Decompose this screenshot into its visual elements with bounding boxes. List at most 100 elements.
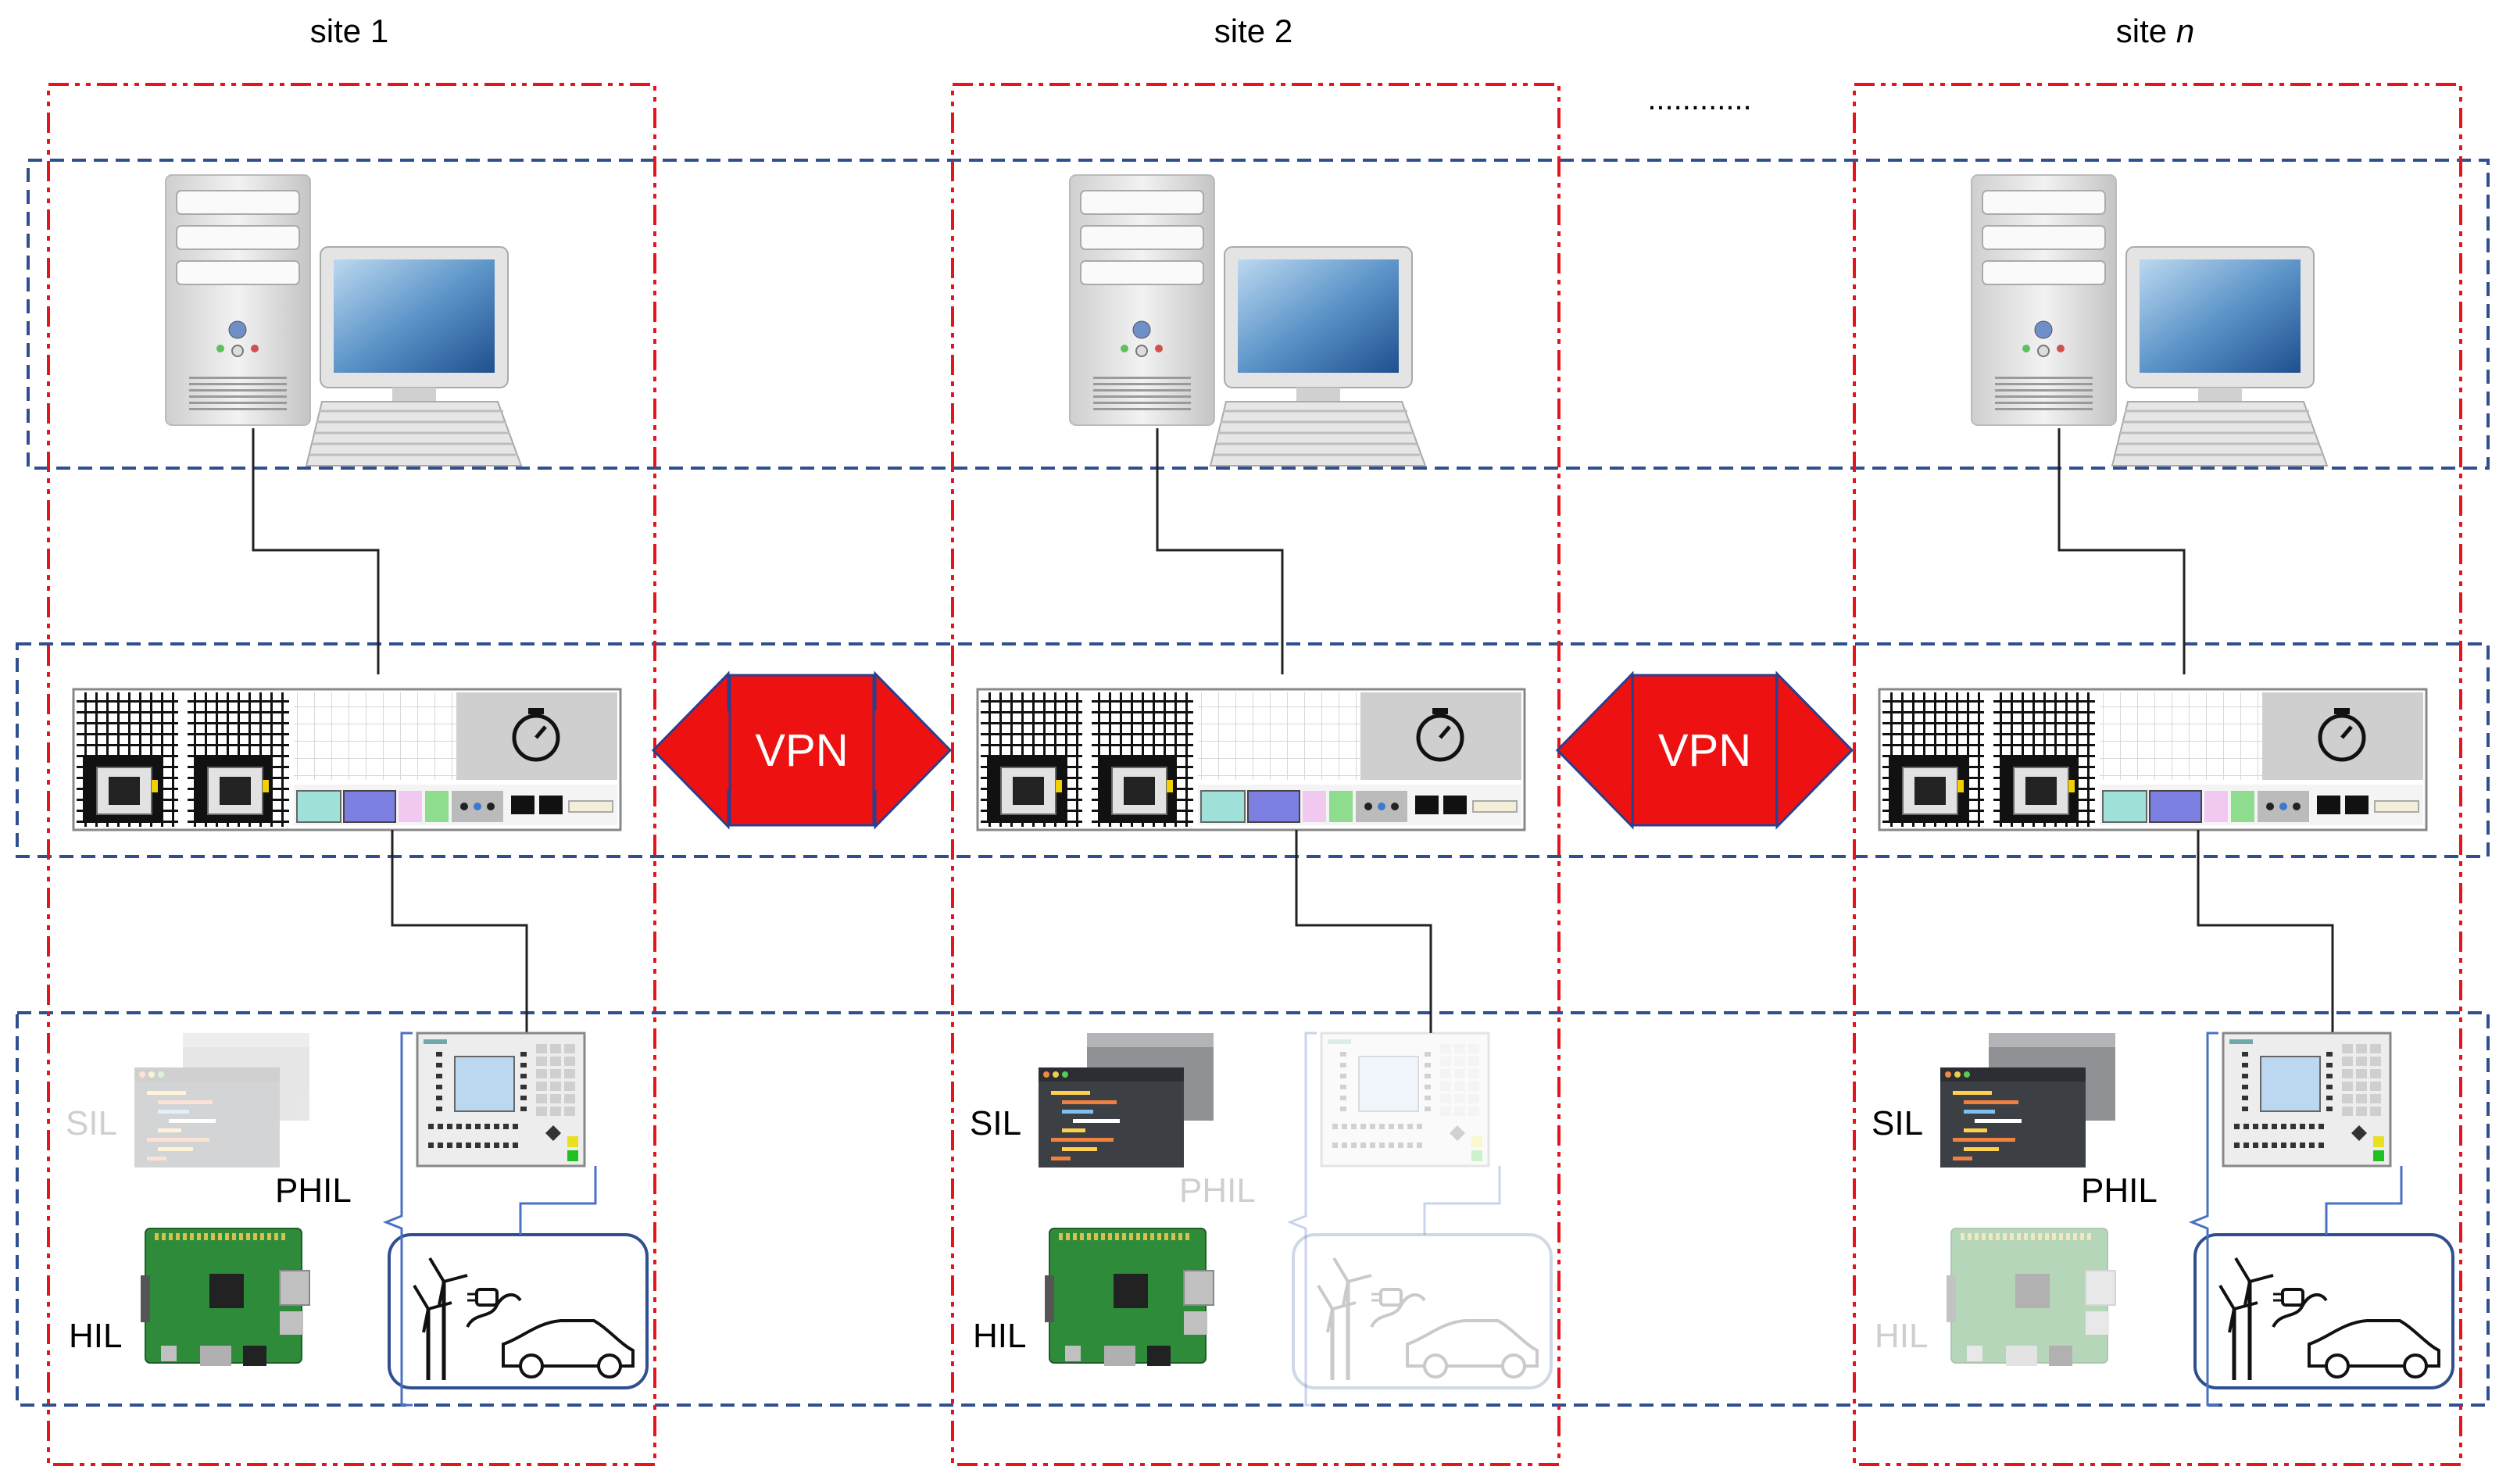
yellow-key bbox=[2373, 1136, 2384, 1147]
power-port bbox=[161, 1346, 177, 1361]
soft-key bbox=[428, 1143, 434, 1148]
phil-bracket bbox=[1286, 1032, 1317, 1407]
car-wheel bbox=[519, 1353, 544, 1379]
yellow-key bbox=[567, 1136, 578, 1147]
site-label-index: n bbox=[2176, 13, 2194, 49]
side-key bbox=[520, 1052, 527, 1057]
display-connector bbox=[141, 1275, 150, 1322]
num-key bbox=[2356, 1069, 2367, 1078]
side-key bbox=[2326, 1074, 2333, 1078]
side-key bbox=[2326, 1107, 2333, 1111]
num-key bbox=[2342, 1094, 2353, 1103]
workstation-icon bbox=[165, 174, 523, 467]
gpio-pin bbox=[1150, 1233, 1154, 1240]
side-key bbox=[1425, 1052, 1431, 1057]
soft-key bbox=[484, 1124, 490, 1129]
stopwatch-icon bbox=[2318, 713, 2366, 762]
vent-panel bbox=[294, 692, 456, 780]
gpio-pin bbox=[155, 1233, 159, 1240]
side-key bbox=[2242, 1096, 2248, 1100]
code-line bbox=[1051, 1157, 1071, 1160]
num-key bbox=[536, 1082, 547, 1091]
gpio-pin bbox=[211, 1233, 215, 1240]
turbine-blade bbox=[422, 1308, 430, 1333]
drive-bay-3 bbox=[176, 260, 300, 285]
site-label: site n bbox=[2116, 13, 2194, 49]
code-line bbox=[147, 1091, 186, 1095]
soft-key bbox=[447, 1124, 452, 1129]
num-key bbox=[536, 1094, 547, 1103]
green-key bbox=[567, 1150, 578, 1161]
monitor-stand bbox=[2198, 388, 2242, 402]
code-line bbox=[1964, 1147, 1999, 1151]
gpio-pin bbox=[260, 1233, 264, 1240]
led-red bbox=[1155, 345, 1163, 352]
gpio-pin bbox=[2059, 1233, 2063, 1240]
green-key bbox=[2373, 1150, 2384, 1161]
turbine-blade bbox=[1342, 1281, 1350, 1306]
num-key bbox=[1468, 1107, 1479, 1116]
turbine-blade bbox=[2249, 1274, 2274, 1283]
plug-icon bbox=[2281, 1288, 2304, 1307]
soft-key bbox=[2290, 1143, 2296, 1148]
port-vga bbox=[1247, 790, 1300, 823]
soft-key bbox=[1417, 1143, 1422, 1148]
side-key bbox=[1340, 1085, 1346, 1089]
operator-panel-icon bbox=[416, 1032, 586, 1168]
side-key bbox=[1340, 1052, 1346, 1057]
sil-label: SIL bbox=[66, 1104, 117, 1143]
soft-key bbox=[1379, 1124, 1385, 1129]
stopwatch-hand bbox=[1439, 725, 1451, 739]
code-line bbox=[158, 1100, 213, 1104]
site-boundary bbox=[951, 83, 1561, 1466]
led-red bbox=[2057, 345, 2065, 352]
layer-workstations bbox=[27, 159, 2490, 470]
gpio-pin bbox=[1996, 1233, 2000, 1240]
dot bbox=[1062, 1071, 1068, 1078]
turbine-blade bbox=[427, 1301, 452, 1311]
site-label-text: site 1 bbox=[310, 13, 388, 49]
green-key bbox=[1471, 1150, 1482, 1161]
gpio-pin bbox=[1094, 1233, 1098, 1240]
socket-face bbox=[2025, 777, 2057, 805]
simulator-chassis-icon bbox=[1878, 688, 2428, 831]
vpn-center-block bbox=[728, 674, 875, 827]
psu-led bbox=[2068, 780, 2075, 792]
side-key bbox=[1340, 1107, 1346, 1111]
jack bbox=[1391, 803, 1399, 810]
num-key bbox=[1468, 1057, 1479, 1066]
code-windows-icon bbox=[1039, 1033, 1214, 1168]
soft-key bbox=[1417, 1124, 1422, 1129]
soft-key bbox=[1342, 1143, 1347, 1148]
usb-port bbox=[279, 1270, 310, 1306]
soft-key bbox=[438, 1143, 443, 1148]
soft-key bbox=[494, 1124, 499, 1129]
turbine-blade bbox=[2234, 1257, 2251, 1283]
turbine-blade bbox=[438, 1281, 445, 1306]
back-window-titlebar bbox=[1087, 1033, 1214, 1047]
soft-key bbox=[1379, 1143, 1385, 1148]
jack bbox=[1364, 803, 1372, 810]
panel-screen bbox=[454, 1056, 515, 1112]
soft-key bbox=[466, 1143, 471, 1148]
side-key bbox=[2242, 1052, 2248, 1057]
port-ps2-mouse bbox=[399, 791, 422, 822]
phil-label: PHIL bbox=[1179, 1171, 1256, 1210]
num-key bbox=[2342, 1057, 2353, 1066]
dot bbox=[1945, 1071, 1951, 1078]
car-wheel bbox=[597, 1353, 622, 1379]
num-key bbox=[2356, 1094, 2367, 1103]
panel-energy-link bbox=[2325, 1166, 2403, 1235]
gpio-pin bbox=[1129, 1233, 1133, 1240]
port-ethernet-2 bbox=[539, 796, 563, 814]
soft-key bbox=[2262, 1124, 2268, 1129]
gpio-pin bbox=[197, 1233, 201, 1240]
soft-key bbox=[513, 1143, 518, 1148]
workstation-icon bbox=[1971, 174, 2329, 467]
simulator-chassis-icon bbox=[72, 688, 622, 831]
soft-key bbox=[447, 1143, 452, 1148]
port-ethernet-2 bbox=[2345, 796, 2369, 814]
gpio-pin bbox=[2045, 1233, 2049, 1240]
turbine-blade bbox=[413, 1284, 430, 1311]
